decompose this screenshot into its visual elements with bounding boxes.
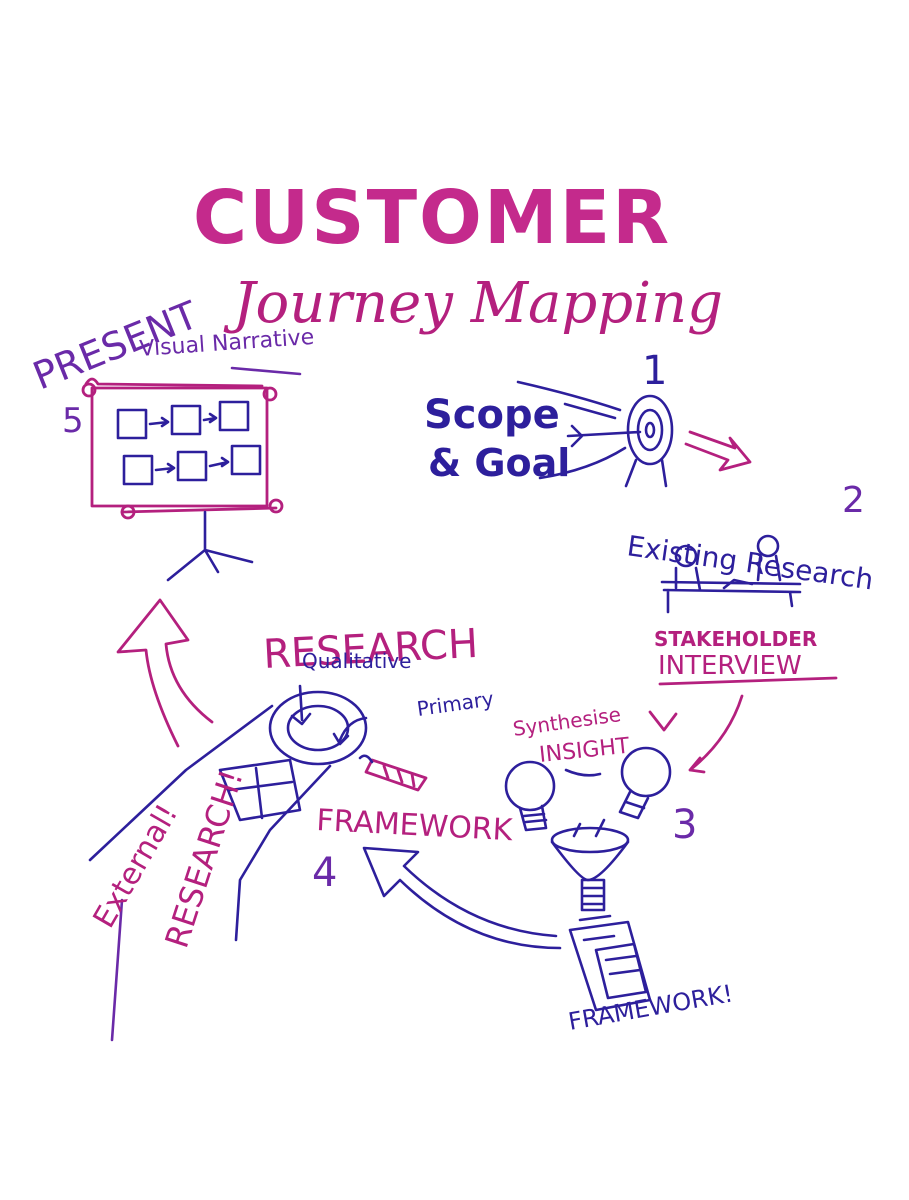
title-main: CUSTOMER bbox=[193, 175, 671, 261]
existing-research-label: Existing Research bbox=[625, 529, 875, 596]
research-heading: RESEARCH bbox=[262, 621, 479, 678]
stakeholder-label: STAKEHOLDER bbox=[654, 627, 817, 651]
lightbulb-icon bbox=[504, 746, 672, 832]
interview-label: INTERVIEW bbox=[658, 651, 802, 681]
step4-number: 4 bbox=[312, 850, 337, 896]
step-existing-research: 2 Existing Research STAKEHOLDER INTERVIE… bbox=[625, 480, 875, 774]
step-scope-goal: 1 Scope & Goal bbox=[424, 348, 752, 488]
target-icon bbox=[516, 380, 674, 488]
magnifier-icon bbox=[268, 684, 428, 792]
flow-arrows bbox=[116, 598, 562, 950]
document-icon bbox=[568, 914, 652, 1012]
step-synthesise: Synthesise INSIGHT 3 FRAMEWORK! bbox=[504, 702, 735, 1036]
step5-number: 5 bbox=[62, 401, 84, 441]
step-present: PRESENT Visual Narrative 5 bbox=[27, 292, 315, 582]
goal-label: & Goal bbox=[428, 441, 570, 485]
title-sub: Journey Mapping bbox=[223, 271, 723, 336]
scope-label: Scope bbox=[424, 392, 560, 438]
framework-label: FRAMEWORK bbox=[316, 803, 515, 848]
primary-label: Primary bbox=[415, 686, 495, 721]
qualitative-label: Qualitative bbox=[302, 649, 411, 673]
step3-number: 3 bbox=[672, 802, 697, 848]
funnel-icon bbox=[550, 818, 630, 912]
step1-number: 1 bbox=[642, 348, 667, 394]
presentation-board-icon bbox=[81, 377, 284, 582]
insight-label: INSIGHT bbox=[538, 734, 631, 768]
meeting-icon bbox=[660, 534, 802, 614]
step2-number: 2 bbox=[842, 480, 865, 521]
step-research: RESEARCH Qualitative Primary External! R… bbox=[87, 621, 515, 1042]
framework-doc-label: FRAMEWORK! bbox=[566, 979, 735, 1035]
